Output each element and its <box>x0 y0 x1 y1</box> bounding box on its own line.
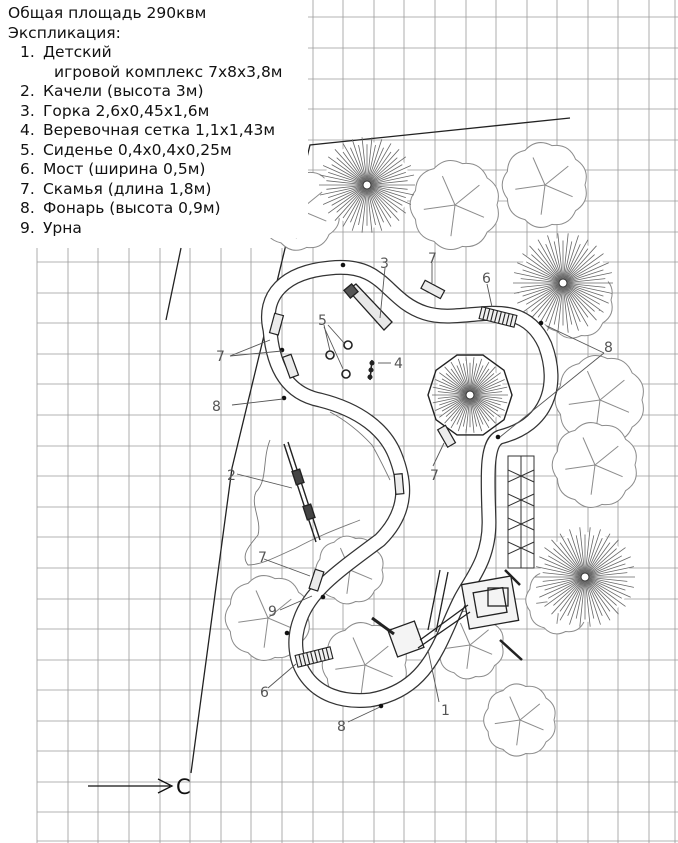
label-2: 2 <box>227 468 236 484</box>
label-3: 3 <box>380 256 389 272</box>
rope-net <box>367 359 375 381</box>
legend-item-text: Детский <box>42 43 112 61</box>
conifer-tree <box>535 527 635 627</box>
slide <box>343 283 393 331</box>
legend-item: 3. Горка 2,6х0,45х1,6м <box>8 102 308 122</box>
legend-item: 9. Урна <box>8 219 308 239</box>
conifer-tree <box>319 137 415 233</box>
legend-item: 7. Скамья (длина 1,8м) <box>8 180 308 200</box>
callout-labels: 1 2 3 4 5 6 6 7 7 7 7 8 8 8 9 <box>212 251 613 735</box>
planting-area-2 <box>329 411 391 481</box>
swing <box>283 441 321 543</box>
legend-heading: Экспликация: <box>8 23 121 42</box>
conifer-tree <box>427 354 513 436</box>
conifers <box>319 137 635 627</box>
legend-item-number: 2. <box>20 82 35 100</box>
legend: Общая площадь 290квм Экспликация: 1. Дет… <box>8 4 308 238</box>
north-arrow: С <box>88 775 191 799</box>
north-label: С <box>176 775 191 799</box>
label-9: 9 <box>268 604 277 620</box>
legend-item: 4. Веревочная сетка 1,1х1,43м <box>8 121 308 141</box>
footpath <box>261 259 559 708</box>
label-8-left: 8 <box>212 399 221 415</box>
legend-item-number: 9. <box>20 218 35 237</box>
legend-item: 8. Фонарь (высота 0,9м) <box>8 199 308 219</box>
legend-item: 5. Сиденье 0,4х0,4х0,25м <box>8 141 308 161</box>
label-7-center: 7 <box>430 468 439 484</box>
label-8-bottom: 8 <box>337 719 346 735</box>
legend-item-continuation: игровой комплекс 7х8х3,8м <box>54 62 283 81</box>
planting-area <box>244 439 361 566</box>
legend-item-text: Качели (высота 3м) <box>42 82 204 100</box>
label-6-bottom: 6 <box>260 685 269 701</box>
legend-item-text: Сиденье 0,4х0,4х0,25м <box>42 140 232 159</box>
legend-item-number: 5. <box>20 140 35 159</box>
legend-item-text: Мост (ширина 0,5м) <box>42 160 206 178</box>
legend-item-number: 7. <box>20 179 35 198</box>
deciduous-tree <box>501 142 587 228</box>
leader-lines <box>229 263 605 723</box>
legend-item-number: 6. <box>20 160 35 178</box>
label-8-right: 8 <box>604 340 613 356</box>
conifer-tree <box>513 233 613 333</box>
label-6-top: 6 <box>482 271 491 287</box>
benches <box>268 279 457 592</box>
deciduous-tree <box>483 683 556 757</box>
legend-item-text: Веревочная сетка 1,1х1,43м <box>42 121 276 139</box>
legend-item-number: 8. <box>20 199 35 217</box>
legend-item-text: Скамья (длина 1,8м) <box>42 179 212 198</box>
deciduous-tree <box>551 422 637 508</box>
label-1: 1 <box>441 703 450 719</box>
play-complex <box>371 569 523 661</box>
label-4: 4 <box>394 356 403 372</box>
rope-net-structure <box>507 455 535 569</box>
legend-item-text: Фонарь (высота 0,9м) <box>42 199 221 217</box>
label-7-lower: 7 <box>258 550 267 566</box>
deciduous-tree <box>409 159 499 251</box>
legend-item-text: Урна <box>42 218 82 237</box>
legend-item-number: 3. <box>20 101 35 120</box>
label-5: 5 <box>318 313 327 329</box>
legend-item-number: 1. <box>20 43 35 61</box>
legend-item: 2. Качели (высота 3м) <box>8 82 308 102</box>
bridges <box>294 306 518 668</box>
label-7-top: 7 <box>428 251 437 267</box>
label-7-left: 7 <box>216 349 225 365</box>
area-title: Общая площадь 290квм <box>8 4 207 22</box>
legend-item: 6. Мост (ширина 0,5м) <box>8 160 308 180</box>
legend-item-number: 4. <box>20 121 35 139</box>
legend-item-text: Горка 2,6х0,45х1,6м <box>42 101 210 120</box>
